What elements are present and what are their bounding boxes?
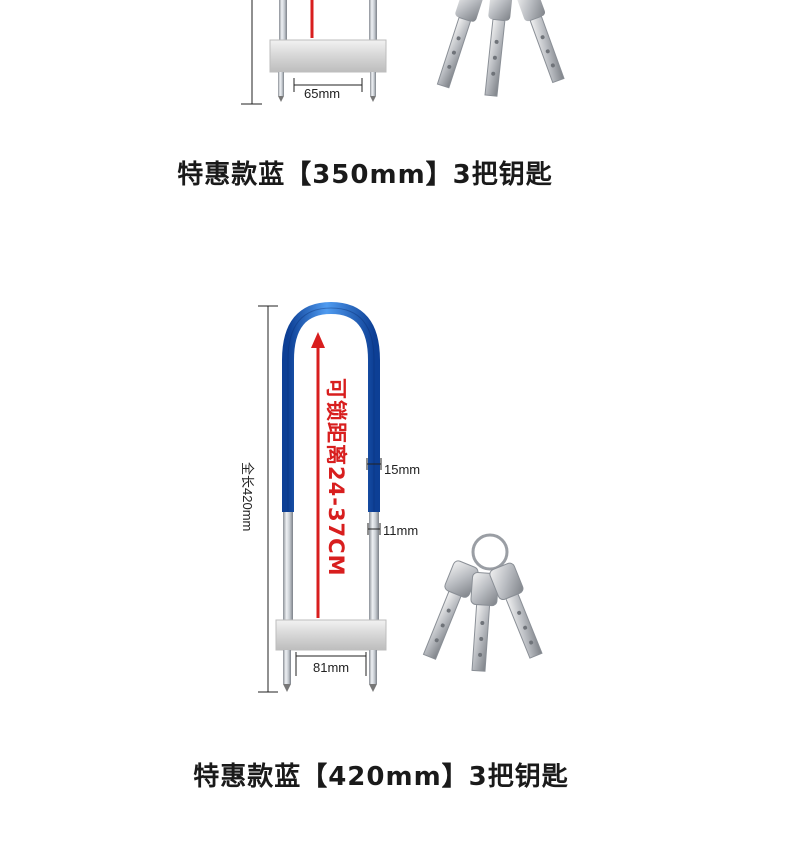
keys-set-2	[422, 533, 543, 672]
shackle-left-steel	[283, 508, 293, 632]
lock-350-illustration	[241, 0, 565, 105]
lock-body	[269, 39, 387, 73]
lock-pin-left	[283, 650, 291, 684]
shackle-blue-sleeve	[282, 301, 380, 512]
shackle-right-bar	[369, 0, 377, 40]
product-caption: 特惠款蓝【420mm】3把钥匙	[193, 762, 569, 792]
lock-pin-right	[369, 650, 377, 684]
keys-set-1	[436, 0, 565, 97]
width-label: 65mm	[304, 86, 341, 101]
arrow-head	[311, 332, 325, 348]
lock-pin-right	[370, 72, 376, 96]
lock-range-label: 可锁距离24-37CM	[324, 378, 348, 577]
shackle-right-steel	[369, 508, 379, 632]
lock-pin-left	[278, 72, 284, 96]
width-label: 81mm	[313, 660, 350, 675]
total-length-label: 全长420mm	[240, 462, 255, 532]
key-ring	[471, 533, 509, 571]
lock-420-illustration	[258, 301, 543, 693]
thickness-label-11: 11mm	[383, 523, 419, 538]
shackle-left-bar	[279, 0, 287, 40]
lock-body	[275, 619, 387, 651]
thickness-label-15: 15mm	[384, 462, 421, 477]
product-caption: 特惠款蓝【350mm】3把钥匙	[177, 160, 553, 190]
